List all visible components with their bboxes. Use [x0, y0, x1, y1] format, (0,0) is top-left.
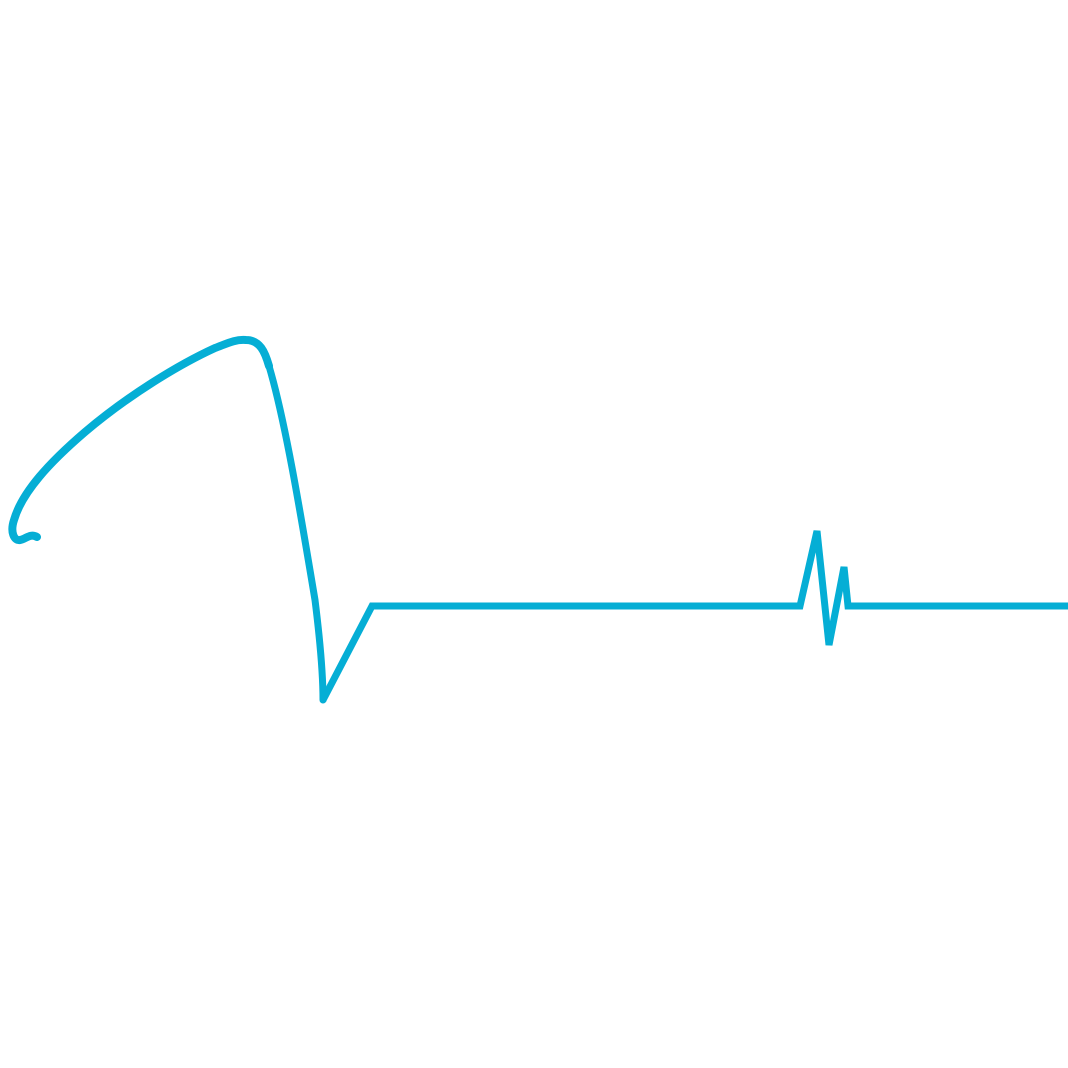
hook-curve: [8, 335, 273, 544]
pulse-line: [319, 530, 1068, 702]
descent-stroke: [265, 362, 327, 704]
